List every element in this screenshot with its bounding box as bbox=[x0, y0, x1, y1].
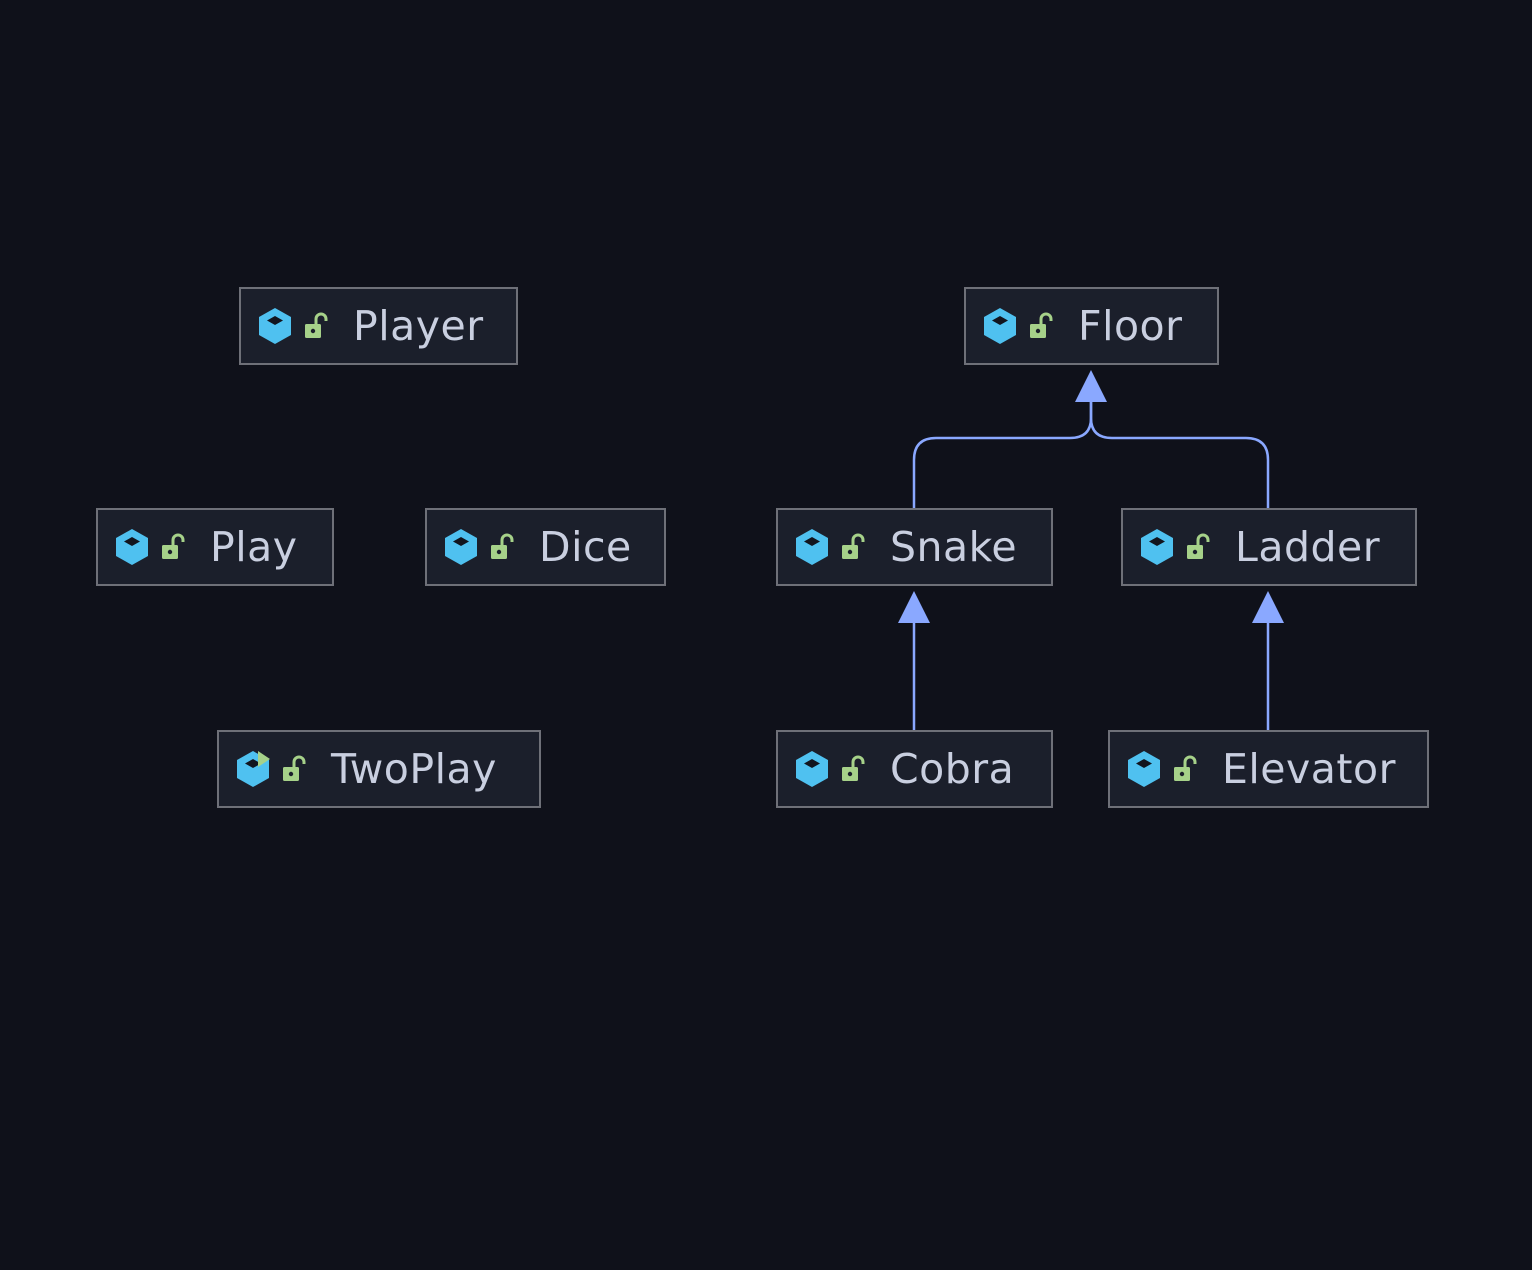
class-node-ladder[interactable]: Ladder bbox=[1121, 508, 1417, 586]
class-node-twoplay[interactable]: TwoPlay bbox=[217, 730, 541, 808]
class-label: Player bbox=[353, 301, 484, 350]
unlocked-padlock-icon bbox=[1172, 755, 1198, 783]
class-icon bbox=[1126, 749, 1162, 789]
class-icon bbox=[794, 527, 830, 567]
class-label: TwoPlay bbox=[331, 744, 497, 793]
class-label: Snake bbox=[890, 522, 1018, 571]
class-icon bbox=[443, 527, 479, 567]
class-label: Cobra bbox=[890, 744, 1015, 793]
class-icon bbox=[982, 306, 1018, 346]
unlocked-padlock-icon bbox=[281, 755, 307, 783]
inheritance-arrowhead-snake bbox=[898, 591, 930, 623]
class-node-player[interactable]: Player bbox=[239, 287, 518, 365]
unlocked-padlock-icon bbox=[840, 533, 866, 561]
class-node-dice[interactable]: Dice bbox=[425, 508, 666, 586]
class-icon bbox=[257, 306, 293, 346]
inheritance-arrowhead-ladder bbox=[1252, 591, 1284, 623]
unlocked-padlock-icon bbox=[160, 533, 186, 561]
unlocked-padlock-icon bbox=[489, 533, 515, 561]
class-icon bbox=[794, 749, 830, 789]
class-label: Play bbox=[210, 522, 298, 571]
class-node-cobra[interactable]: Cobra bbox=[776, 730, 1053, 808]
unlocked-padlock-icon bbox=[840, 755, 866, 783]
class-label: Floor bbox=[1078, 301, 1183, 350]
class-node-snake[interactable]: Snake bbox=[776, 508, 1053, 586]
class-label: Ladder bbox=[1235, 522, 1381, 571]
class-icon bbox=[114, 527, 150, 567]
edge-ladder-to-floor bbox=[1089, 400, 1270, 508]
unlocked-padlock-icon bbox=[1185, 533, 1211, 561]
inheritance-arrowhead-floor bbox=[1075, 370, 1107, 402]
class-label: Dice bbox=[539, 522, 632, 571]
class-node-play[interactable]: Play bbox=[96, 508, 334, 586]
unlocked-padlock-icon bbox=[1028, 312, 1054, 340]
unlocked-padlock-icon bbox=[303, 312, 329, 340]
class-node-elevator[interactable]: Elevator bbox=[1108, 730, 1429, 808]
main-class-icon bbox=[235, 749, 271, 789]
class-icon bbox=[1139, 527, 1175, 567]
class-label: Elevator bbox=[1222, 744, 1396, 793]
edge-snake-to-floor bbox=[912, 400, 1093, 508]
class-node-floor[interactable]: Floor bbox=[964, 287, 1219, 365]
